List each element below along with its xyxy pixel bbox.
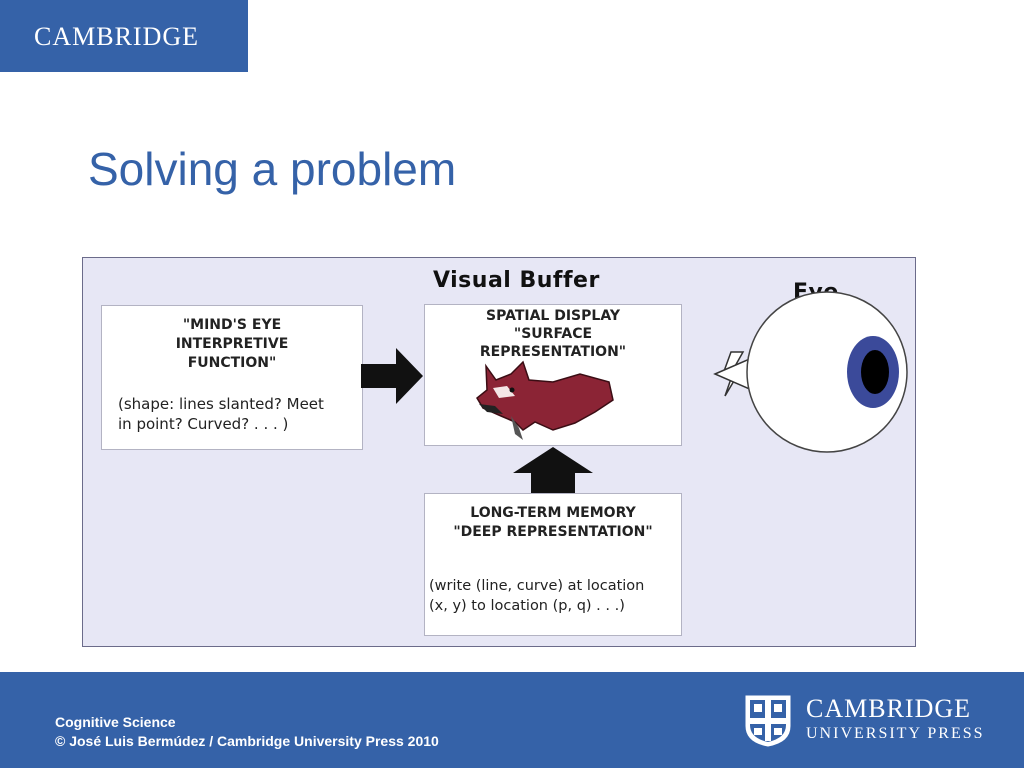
right-arrow-icon bbox=[361, 348, 423, 404]
minds-eye-note-1: (shape: lines slanted? Meet bbox=[118, 395, 324, 413]
visual-buffer-diagram: Visual Buffer Eye "MIND'S EYE INTERPRETI… bbox=[82, 257, 916, 647]
cambridge-header-logo: CAMBRIDGE bbox=[0, 0, 248, 72]
press-logo-line-2: UNIVERSITY PRESS bbox=[806, 725, 985, 742]
fox-head-image bbox=[476, 360, 614, 440]
footer-bar: Cognitive Science © José Luis Bermúdez /… bbox=[0, 672, 1024, 768]
diagram-artwork bbox=[361, 291, 908, 493]
press-logo-line-1: CAMBRIDGE bbox=[806, 694, 972, 723]
footer-course: Cognitive Science bbox=[55, 714, 176, 730]
spatial-display-line-1: SPATIAL DISPLAY bbox=[486, 308, 620, 324]
header-logo-text: CAMBRIDGE bbox=[34, 22, 200, 51]
minds-eye-note-2: in point? Curved? . . . ) bbox=[118, 415, 289, 433]
eye-icon bbox=[713, 291, 908, 453]
spatial-display-line-2: "SURFACE bbox=[513, 326, 593, 342]
long-term-memory-box: LONG-TERM MEMORY "DEEP REPRESENTATION" (… bbox=[424, 493, 682, 636]
footer-copyright: © José Luis Bermúdez / Cambridge Univers… bbox=[55, 733, 439, 749]
shield-icon bbox=[745, 695, 791, 747]
minds-eye-line-1: "MIND'S EYE bbox=[182, 317, 282, 333]
slide-title: Solving a problem bbox=[88, 143, 457, 195]
cambridge-press-logo: CAMBRIDGE UNIVERSITY PRESS bbox=[806, 694, 985, 744]
minds-eye-box: "MIND'S EYE INTERPRETIVE FUNCTION" (shap… bbox=[101, 305, 363, 450]
long-term-memory-note-1: (write (line, curve) at location bbox=[429, 578, 645, 594]
minds-eye-line-2: INTERPRETIVE bbox=[175, 336, 289, 352]
up-arrow-icon bbox=[513, 447, 593, 493]
long-term-memory-line-2: "DEEP REPRESENTATION" bbox=[453, 524, 653, 540]
visual-buffer-label: Visual Buffer bbox=[433, 268, 600, 293]
spatial-display-line-3: REPRESENTATION" bbox=[479, 344, 627, 360]
long-term-memory-line-1: LONG-TERM MEMORY bbox=[470, 505, 636, 521]
minds-eye-line-3: FUNCTION" bbox=[187, 355, 277, 371]
long-term-memory-note-2: (x, y) to location (p, q) . . .) bbox=[429, 598, 625, 614]
